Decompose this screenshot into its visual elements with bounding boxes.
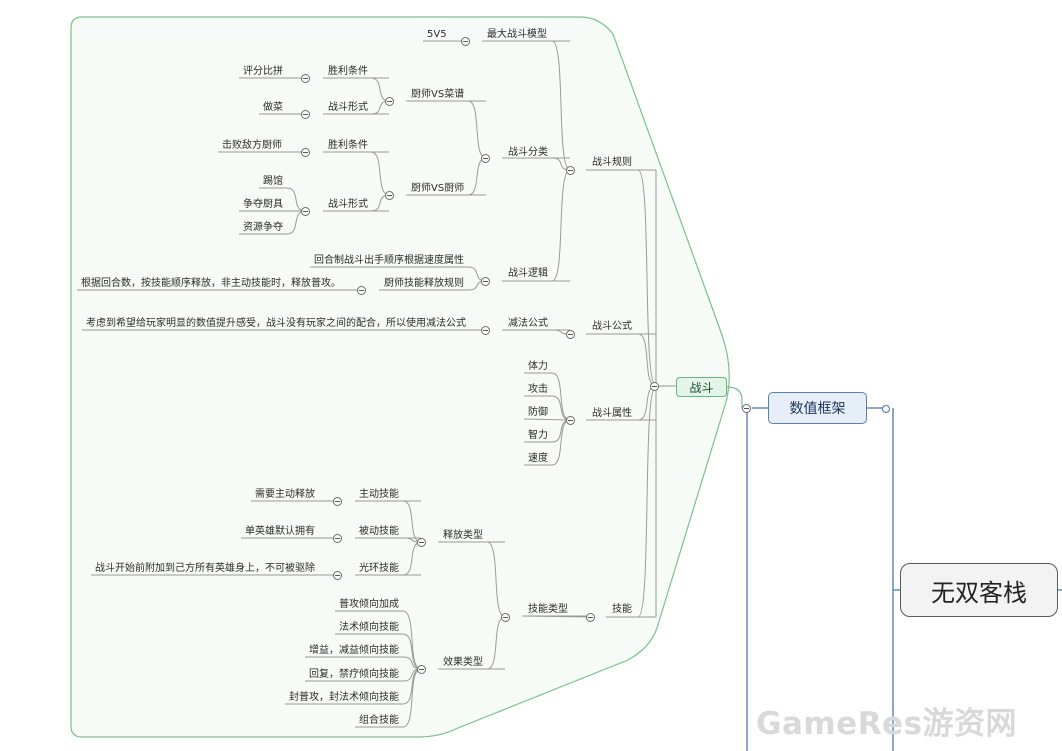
- attribute-5[interactable]: 速度: [528, 453, 548, 464]
- logic-label[interactable]: 战斗逻辑: [508, 268, 548, 279]
- connector-line: [606, 385, 657, 618]
- active-skill-value[interactable]: 需要主动释放: [255, 489, 315, 500]
- recipe-win-label[interactable]: 胜利条件: [328, 66, 368, 77]
- formula-label[interactable]: 战斗公式: [592, 321, 632, 332]
- attributes-label[interactable]: 战斗属性: [592, 408, 632, 419]
- effect-1[interactable]: 普攻倾向加成: [339, 599, 399, 610]
- aura-skill-value[interactable]: 战斗开始前附加到己方所有英雄身上，不可被驱除: [95, 563, 315, 574]
- subtract-label[interactable]: 减法公式: [508, 318, 548, 329]
- active-skill-label[interactable]: 主动技能: [359, 489, 399, 500]
- chef-win-value[interactable]: 击败敌方厨师: [222, 140, 282, 151]
- skill-release-label[interactable]: 厨师技能释放规则: [384, 278, 464, 289]
- skill-release-value[interactable]: 根据回合数，按技能顺序释放，非主动技能时，释放普攻。: [81, 278, 341, 289]
- battle-collapse-icon[interactable]: [650, 382, 659, 391]
- formula-collapse-icon[interactable]: [566, 330, 575, 339]
- category-collapse-icon[interactable]: [481, 154, 490, 163]
- logic-value[interactable]: 回合制战斗出手顺序根据速度属性: [314, 255, 464, 266]
- recipe-form-label[interactable]: 战斗形式: [328, 102, 368, 113]
- release-type-collapse-icon[interactable]: [417, 538, 426, 547]
- effect-5[interactable]: 封普攻，封法术倾向技能: [289, 692, 399, 703]
- effect-type-label[interactable]: 效果类型: [443, 657, 483, 668]
- battle-topic[interactable]: 战斗: [676, 377, 727, 397]
- connector-line: [586, 169, 657, 387]
- battle-boundary: [70, 16, 730, 738]
- chef-form-value-2[interactable]: 争夺厨具: [243, 199, 283, 210]
- chef-form-value-3[interactable]: 资源争夺: [243, 222, 283, 233]
- chef-win-collapse-icon[interactable]: [301, 148, 310, 157]
- max-model-value[interactable]: 5V5: [427, 29, 447, 40]
- battle-trunk-line: [655, 170, 676, 617]
- rules-collapse-icon[interactable]: [566, 166, 575, 175]
- passive-skill-label[interactable]: 被动技能: [359, 526, 399, 537]
- attribute-1[interactable]: 体力: [528, 361, 548, 372]
- max-model-label[interactable]: 最大战斗模型: [487, 29, 547, 40]
- chef-win-label[interactable]: 胜利条件: [328, 140, 368, 151]
- connector-line: [438, 541, 506, 618]
- watermark: GameRes游资网: [756, 706, 1018, 742]
- aura-skill-collapse-icon[interactable]: [333, 571, 342, 580]
- connector-line: [523, 418, 571, 421]
- recipe-form-collapse-icon[interactable]: [301, 110, 310, 119]
- connector-line: [502, 169, 571, 282]
- rules-label[interactable]: 战斗规则: [592, 157, 632, 168]
- recipe-form-value[interactable]: 做菜: [263, 102, 283, 113]
- skill-type-label[interactable]: 技能类型: [528, 604, 568, 615]
- framework-collapse-icon[interactable]: [742, 404, 751, 413]
- subtract-value[interactable]: 考虑到希望给玩家明显的数值提升感受，战斗没有玩家之间的配合，所以使用减法公式: [86, 318, 466, 329]
- skills-collapse-icon[interactable]: [586, 613, 595, 622]
- aura-skill-label[interactable]: 光环技能: [359, 563, 399, 574]
- framework-expand-icon[interactable]: [882, 405, 890, 413]
- chef-vs-recipe-label[interactable]: 厨师VS菜谱: [411, 89, 465, 100]
- skill-release-collapse-icon[interactable]: [357, 286, 366, 295]
- connector-line: [482, 40, 571, 171]
- main-connector-lines: [746, 407, 1062, 751]
- attribute-4[interactable]: 智力: [528, 430, 548, 441]
- chef-vs-chef-collapse-icon[interactable]: [385, 191, 394, 200]
- active-skill-collapse-icon[interactable]: [333, 497, 342, 506]
- max-model-collapse-icon[interactable]: [461, 37, 470, 46]
- attribute-2[interactable]: 攻击: [528, 384, 548, 395]
- framework-topic[interactable]: 数值框架: [768, 392, 867, 424]
- sub-topic-link: [726, 386, 747, 409]
- effect-type-collapse-icon[interactable]: [417, 665, 426, 674]
- chef-vs-recipe-collapse-icon[interactable]: [385, 97, 394, 106]
- effect-2[interactable]: 法术倾向技能: [339, 622, 399, 633]
- chef-vs-chef-label[interactable]: 厨师VS厨师: [411, 183, 465, 194]
- logic-collapse-icon[interactable]: [481, 277, 490, 286]
- chef-form-label[interactable]: 战斗形式: [328, 199, 368, 210]
- effect-4[interactable]: 回复，禁疗倾向技能: [309, 669, 399, 680]
- attributes-collapse-icon[interactable]: [566, 416, 575, 425]
- passive-skill-value[interactable]: 单英雄默认拥有: [245, 526, 315, 537]
- chef-form-value-1[interactable]: 踢馆: [263, 176, 283, 187]
- effect-6[interactable]: 组合技能: [359, 715, 399, 726]
- release-type-label[interactable]: 释放类型: [443, 530, 483, 541]
- recipe-win-collapse-icon[interactable]: [301, 74, 310, 83]
- passive-skill-collapse-icon[interactable]: [333, 534, 342, 543]
- subtract-collapse-icon[interactable]: [481, 326, 490, 335]
- root-topic[interactable]: 无双客栈: [900, 563, 1058, 617]
- skill-type-collapse-icon[interactable]: [501, 613, 510, 622]
- skills-label[interactable]: 技能: [612, 604, 632, 615]
- chef-form-collapse-icon[interactable]: [301, 207, 310, 216]
- attribute-3[interactable]: 防御: [528, 407, 548, 418]
- category-label[interactable]: 战斗分类: [508, 147, 548, 158]
- effect-3[interactable]: 增益，减益倾向技能: [309, 645, 399, 656]
- recipe-win-value[interactable]: 评分比拼: [243, 66, 283, 77]
